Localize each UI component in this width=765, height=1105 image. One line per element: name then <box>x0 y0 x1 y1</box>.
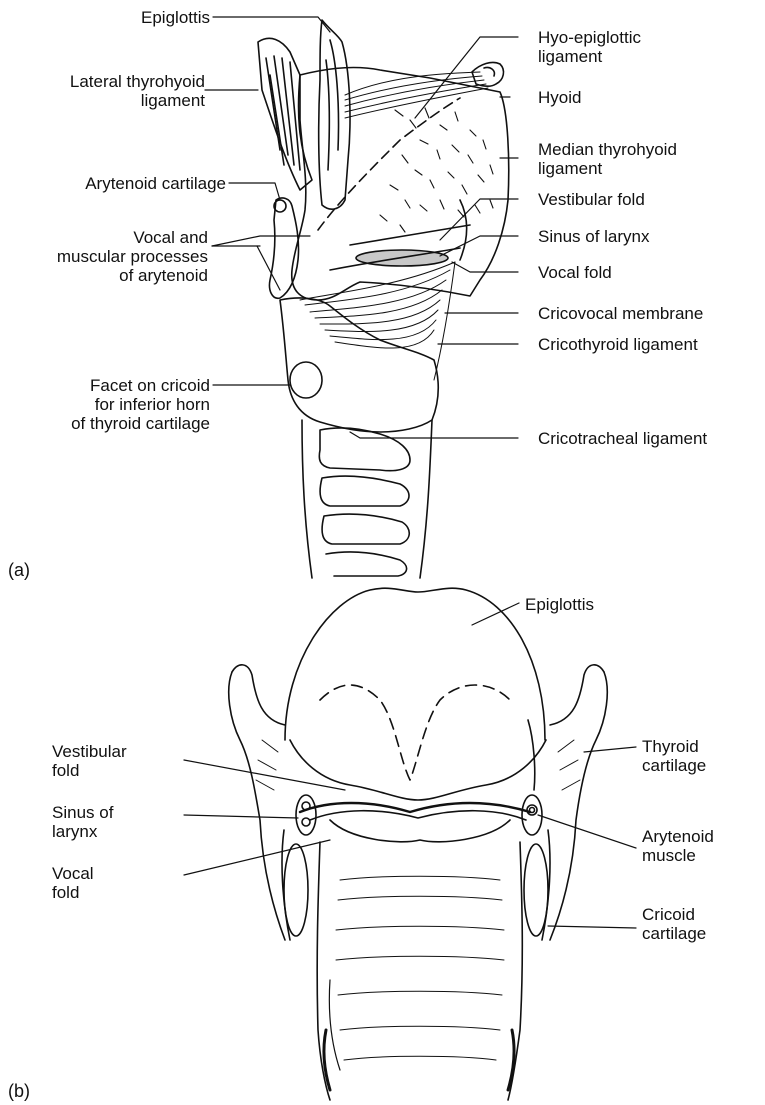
panel-a-label: (a) <box>8 561 30 580</box>
label-median-thyrohyoid-ligament: Median thyrohyoid ligament <box>538 140 677 178</box>
cricoid-cartilage-shape-a <box>280 298 438 432</box>
label-cricoid-cartilage: Cricoid cartilage <box>642 905 706 943</box>
panel-b-illustration <box>184 588 636 1100</box>
hyoid-shape-a <box>472 62 503 86</box>
label-cricotracheal-ligament: Cricotracheal ligament <box>538 429 707 448</box>
label-cricothyroid-ligament: Cricothyroid ligament <box>538 335 698 354</box>
label-arytenoid-cartilage: Arytenoid cartilage <box>0 174 226 193</box>
epiglottis-shape-b <box>285 588 545 780</box>
label-epiglottis-b: Epiglottis <box>525 595 594 614</box>
trachea-shape-a <box>302 420 432 578</box>
label-vocal-fold-a: Vocal fold <box>538 263 612 282</box>
right-lateral-features-b <box>522 720 550 940</box>
label-hyoid: Hyoid <box>538 88 581 107</box>
label-arytenoid-muscle: Arytenoid muscle <box>642 827 714 865</box>
label-vocal-muscular-processes: Vocal and muscular processes of arytenoi… <box>0 228 208 285</box>
arytenoid-cartilage-shape-a <box>269 198 298 298</box>
label-thyroid-cartilage: Thyroid cartilage <box>642 737 706 775</box>
label-sinus-of-larynx-b: Sinus of larynx <box>52 803 113 841</box>
panel-b-label: (b) <box>8 1082 30 1101</box>
label-epiglottis-a: Epiglottis <box>70 8 210 27</box>
label-vestibular-fold-a: Vestibular fold <box>538 190 645 209</box>
label-vestibular-fold-b: Vestibular fold <box>52 742 127 780</box>
label-sinus-of-larynx-a: Sinus of larynx <box>538 227 650 246</box>
label-vocal-fold-b: Vocal fold <box>52 864 94 902</box>
label-cricovocal-membrane: Cricovocal membrane <box>538 304 703 323</box>
thyroid-cartilage-shape-b <box>229 665 608 940</box>
vocal-region-a <box>330 200 470 270</box>
panel-a-illustration <box>205 17 518 578</box>
label-hyo-epiglottic-ligament: Hyo-epiglottic ligament <box>538 28 641 66</box>
trachea-shape-b <box>317 842 522 1100</box>
epiglottis-shape-a <box>319 20 350 209</box>
label-lateral-thyrohyoid-ligament: Lateral thyrohyoid ligament <box>0 72 205 110</box>
panel-a-leader-lines <box>205 17 518 438</box>
label-facet-on-cricoid: Facet on cricoid for inferior horn of th… <box>0 376 210 433</box>
left-lateral-features-b <box>282 795 316 940</box>
cricovocal-membrane-shape <box>300 262 455 380</box>
